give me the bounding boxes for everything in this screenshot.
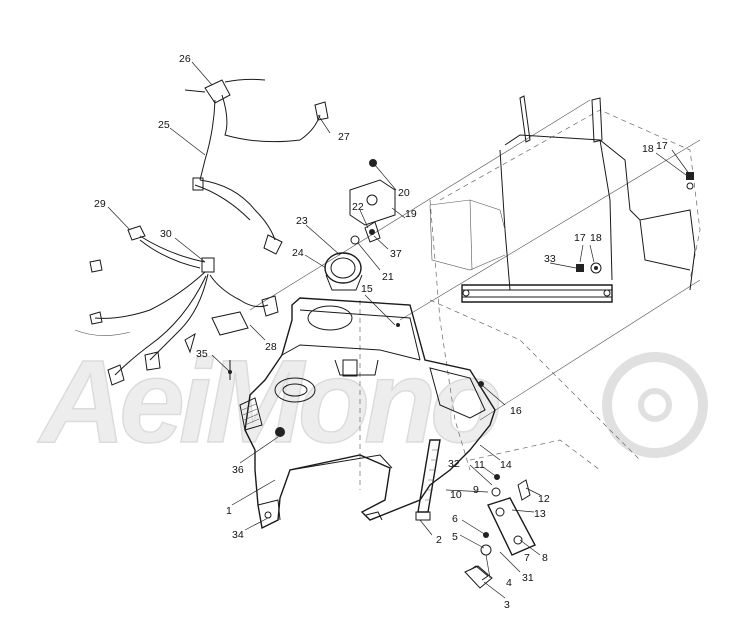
label-24: 24 [292,247,304,259]
leader-lines [107,61,691,599]
label-36: 36 [232,464,244,476]
label-33: 33 [544,253,556,265]
label-1: 1 [226,505,232,517]
console-housing [239,297,496,530]
label-12: 12 [538,493,550,505]
label-3: 3 [504,599,510,611]
label-20: 20 [398,187,410,199]
label-4: 4 [506,577,512,589]
gauge [324,235,363,291]
label-8: 8 [542,552,548,564]
label-34: 34 [232,529,244,541]
label-18a: 18 [590,232,602,244]
watermark-text: AeiMono [37,336,499,468]
label-23: 23 [296,215,308,227]
fasteners [228,323,484,437]
label-30: 30 [160,228,172,240]
label-13: 13 [534,508,546,520]
label-14: 14 [500,459,512,471]
nut-set-upper [686,172,694,190]
label-16: 16 [510,405,522,417]
label-28: 28 [265,341,277,353]
label-32: 32 [448,458,460,470]
label-31: 31 [522,572,534,584]
label-18b: 18 [642,143,654,155]
watermark-wheel-icon [602,352,708,458]
upper-harness [184,78,329,255]
label-26: 26 [179,53,191,65]
support-rod [415,439,441,521]
rear-frame [429,95,696,291]
label-37: 37 [390,248,402,260]
label-10: 10 [450,489,462,501]
label-27: 27 [338,131,350,143]
label-9: 9 [473,484,479,496]
label-6: 6 [452,513,458,525]
chassis-frame [249,99,701,490]
label-17b: 17 [656,140,668,152]
cross-bar [461,284,613,303]
watermark: AeiMono [36,335,708,469]
label-17a: 17 [574,232,586,244]
label-5: 5 [452,531,458,543]
bracket-assembly [349,159,396,243]
label-2: 2 [436,534,442,546]
label-35: 35 [196,348,208,360]
lower-harness [74,225,279,386]
part-labels: 26 25 27 29 30 28 35 36 1 34 2 23 24 21 … [94,53,668,611]
label-21: 21 [382,271,394,283]
label-7: 7 [524,552,530,564]
label-19: 19 [405,208,417,220]
label-29: 29 [94,198,106,210]
label-25: 25 [158,119,170,131]
label-22: 22 [352,201,364,213]
label-11: 11 [474,459,485,471]
watermark-hub-icon [638,388,672,422]
label-15: 15 [361,283,373,295]
nut-set-mid [576,262,602,274]
